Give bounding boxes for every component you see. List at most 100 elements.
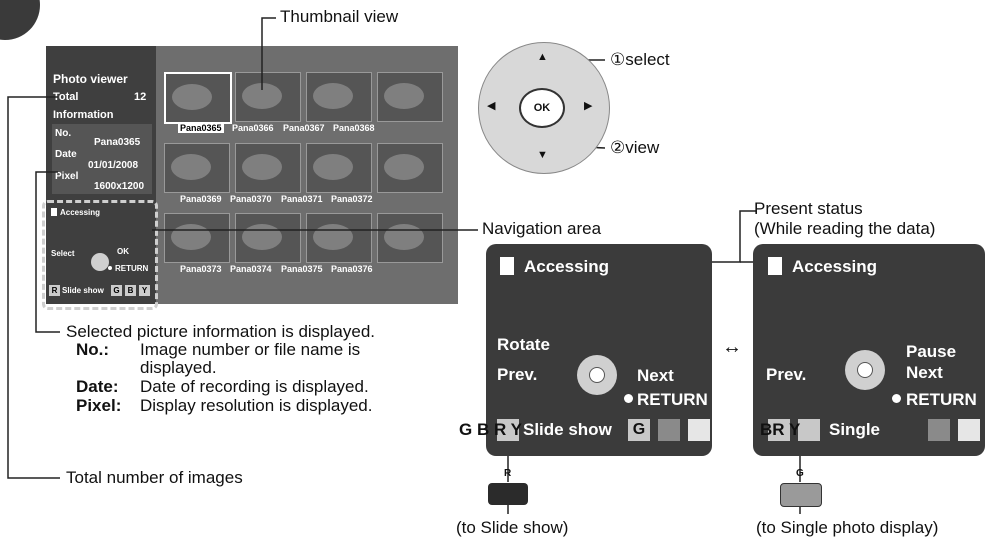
mini-select: Select [51, 249, 75, 258]
mini-accessing: Accessing [60, 208, 101, 217]
thumbnail-label: Pana0367 [283, 123, 325, 133]
return-dot-icon [624, 394, 633, 403]
mini-slide-show: Slide show [62, 286, 104, 295]
up-arrow-icon[interactable]: ▲ [537, 51, 548, 63]
thumbnail-label: Pana0370 [230, 194, 272, 204]
information-label: Information [53, 109, 114, 121]
no-key: No.: [76, 340, 110, 359]
document-icon [500, 257, 514, 275]
rotate-label: Rotate [497, 335, 550, 354]
g-key-square[interactable]: G [628, 419, 650, 441]
gbry-keys: G B R Y [459, 420, 522, 439]
thumbnail-label: Pana0368 [333, 123, 375, 133]
pixel-key: Pixel: [76, 396, 122, 415]
mini-y-key: Y [139, 285, 150, 296]
view-callout: ②view [610, 138, 660, 157]
return-label: RETURN [637, 390, 708, 409]
total-label: Total [53, 91, 79, 103]
thumbnail[interactable] [164, 143, 230, 193]
date-desc: Date of recording is displayed. [140, 377, 369, 396]
prev-label: Prev. [766, 365, 807, 384]
g-key-square[interactable] [798, 419, 820, 441]
thumbnail-label: Pana0376 [331, 264, 373, 274]
mini-dpad-icon [91, 253, 109, 271]
mini-r-key: R [49, 285, 60, 296]
toggle-arrow-icon: ↔ [722, 336, 742, 358]
green-button[interactable] [780, 483, 822, 507]
down-arrow-icon[interactable]: ▼ [537, 149, 548, 161]
thumbnail[interactable] [306, 213, 372, 263]
thumbnail[interactable] [306, 72, 372, 122]
mini-return-dot [108, 266, 112, 270]
thumbnail-view-label: Thumbnail view [280, 7, 399, 26]
thumbnail-label: Pana0371 [281, 194, 323, 204]
r-key-square[interactable] [497, 419, 519, 441]
bry-keys: BR Y [760, 420, 801, 439]
single-label: Single [829, 420, 881, 439]
navigation-area-label: Navigation area [482, 219, 602, 238]
accessing-status: Accessing [524, 257, 610, 276]
b-key-square[interactable] [928, 419, 950, 441]
dpad-center-icon[interactable] [589, 367, 605, 383]
select-callout: ①select [610, 50, 670, 69]
thumbnail-label: Pana0369 [180, 194, 222, 204]
return-dot-icon [892, 394, 901, 403]
left-arrow-icon[interactable]: ◀ [487, 100, 496, 112]
b-key-square[interactable] [658, 419, 680, 441]
y-key-square[interactable] [688, 419, 710, 441]
no-desc-2: displayed. [140, 358, 217, 377]
mini-b-key: B [125, 285, 136, 296]
return-label: RETURN [906, 390, 977, 409]
r-button-letter: R [504, 468, 512, 479]
pause-center-icon[interactable] [857, 362, 873, 378]
date-key: Date: [76, 377, 119, 396]
present-status-sub: (While reading the data) [754, 219, 936, 238]
pixel-value: 1600x1200 [94, 181, 145, 192]
pixel-label: Pixel [55, 171, 79, 182]
thumbnail-label: Pana0375 [281, 264, 323, 274]
date-value: 01/01/2008 [88, 160, 139, 171]
total-value: 12 [134, 91, 147, 103]
pause-label: Pause [906, 342, 957, 361]
thumbnail-label: Pana0365 [178, 123, 224, 133]
mini-ok: OK [117, 247, 129, 256]
g-button-letter: G [796, 468, 804, 479]
no-value: Pana0365 [94, 137, 141, 148]
thumbnail[interactable] [164, 213, 230, 263]
to-slide-show: (to Slide show) [456, 518, 569, 537]
date-label: Date [55, 149, 77, 160]
red-button[interactable] [488, 483, 528, 505]
thumbnail[interactable] [377, 72, 443, 122]
right-arrow-icon[interactable]: ▶ [584, 100, 593, 112]
thumbnail[interactable] [235, 213, 301, 263]
document-icon [768, 257, 782, 275]
ok-button[interactable]: OK [519, 88, 565, 128]
r-key-square[interactable] [768, 419, 790, 441]
thumbnail-label: Pana0372 [331, 194, 373, 204]
mini-g-key: G [111, 285, 122, 296]
present-status-label: Present status [754, 199, 863, 218]
selected-info-label: Selected picture information is displaye… [66, 322, 375, 341]
total-images-label: Total number of images [66, 468, 243, 487]
thumbnail[interactable] [235, 143, 301, 193]
slide-show-label: Slide show [523, 420, 612, 439]
accessing-status: Accessing [792, 257, 878, 276]
no-label: No. [55, 128, 72, 139]
thumbnail[interactable] [306, 143, 372, 193]
photo-viewer-title: Photo viewer [53, 72, 128, 86]
pixel-desc: Display resolution is displayed. [140, 396, 373, 415]
thumbnail[interactable] [377, 213, 443, 263]
next-label: Next [906, 363, 943, 382]
mini-return: RETURN [115, 264, 149, 273]
thumbnail-label: Pana0366 [232, 123, 274, 133]
mini-navigation-area: Accessing Select OK RETURN R Slide show … [42, 200, 158, 310]
thumbnail[interactable] [377, 143, 443, 193]
no-desc-1: Image number or file name is [140, 340, 361, 359]
document-icon [51, 208, 57, 216]
photo-viewer-sidebar: Photo viewer Total 12 Information No. Pa… [46, 46, 156, 304]
thumbnail-label: Pana0374 [230, 264, 272, 274]
prev-label: Prev. [497, 365, 538, 384]
next-label: Next [637, 366, 674, 385]
thumbnail-label: Pana0373 [180, 264, 222, 274]
y-key-square[interactable] [958, 419, 980, 441]
